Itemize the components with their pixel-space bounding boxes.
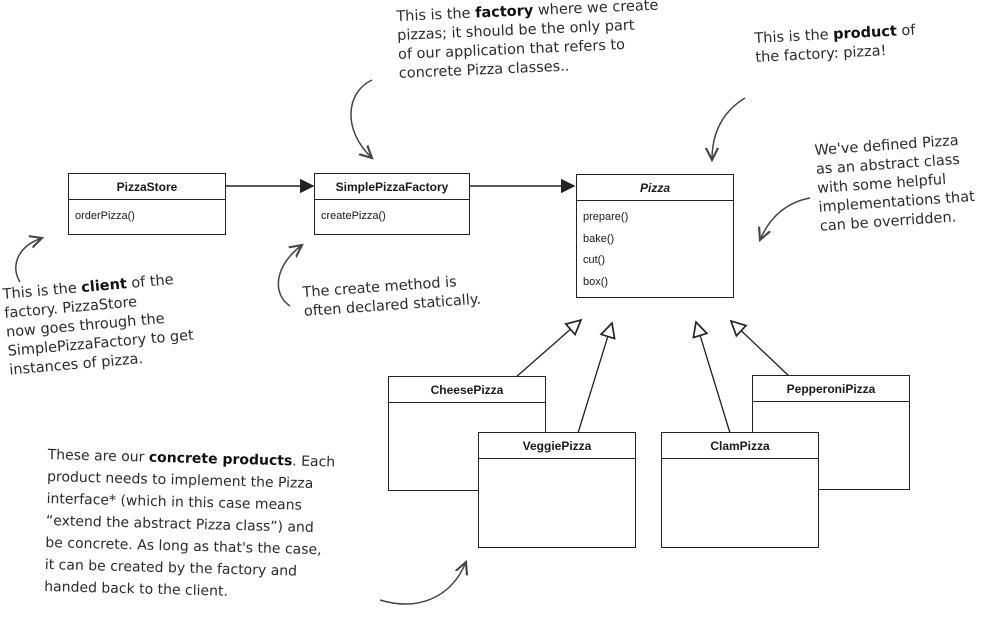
method-prepare: prepare() <box>583 211 629 223</box>
abstract-note-arrow <box>760 197 811 240</box>
concrete-products-note: These are our concrete products. Each pr… <box>44 444 335 605</box>
concrete-note-arrow <box>379 562 466 605</box>
pizza-abstract-class: Pizza prepare() bake() cut() box() <box>576 174 734 298</box>
clam-pizza-class: ClamPizza <box>661 432 819 548</box>
simple-pizza-factory-class: SimplePizzaFactory createPizza() <box>314 173 470 235</box>
factory-note: This is the factory where we create pizz… <box>396 0 661 84</box>
class-name: CheesePizza <box>389 377 545 403</box>
method-cut: cut() <box>583 254 605 266</box>
cheese-inherits-arrow <box>514 320 581 379</box>
class-name: PepperoniPizza <box>753 376 909 402</box>
veggie-inherits-arrow <box>577 323 612 434</box>
veggie-pizza-class: VeggiePizza <box>478 432 636 548</box>
factory-note-arrow <box>350 79 372 158</box>
clam-inherits-arrow <box>696 322 731 434</box>
abstract-class-note: We've defined Pizza as an abstract class… <box>814 131 977 237</box>
class-name: ClamPizza <box>662 433 818 459</box>
create-method-note-arrow <box>277 245 302 307</box>
method-order-pizza: orderPizza() <box>75 210 135 222</box>
pepperoni-inherits-arrow <box>731 321 791 378</box>
class-name: SimplePizzaFactory <box>315 174 469 200</box>
class-name: Pizza <box>577 175 733 201</box>
method-bake: bake() <box>583 232 615 245</box>
pizza-store-class: PizzaStore orderPizza() <box>68 173 226 235</box>
class-name: PizzaStore <box>69 174 225 200</box>
client-note: This is the client of the factory. Pizza… <box>2 270 196 381</box>
product-note-arrow <box>712 97 746 160</box>
method-create-pizza: createPizza() <box>321 210 386 222</box>
method-box: box() <box>583 275 609 288</box>
class-name: VeggiePizza <box>479 433 635 459</box>
client-note-arrow <box>15 238 42 283</box>
